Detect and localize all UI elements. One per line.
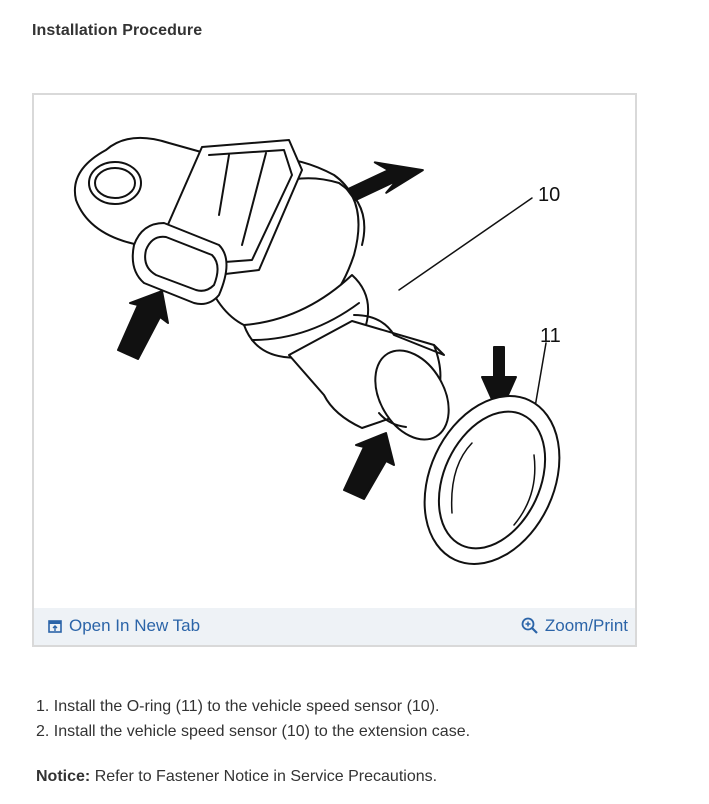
step-number: 1. [36, 698, 50, 715]
section-heading: Installation Procedure [32, 22, 203, 39]
notice-label: Notice: [36, 768, 91, 785]
notice: Notice: Refer to Fastener Notice in Serv… [36, 768, 437, 786]
open-in-new-tab-icon [48, 620, 62, 633]
step-item: 2. Install the vehicle speed sensor (10)… [36, 719, 470, 744]
step-item: 1. Install the O-ring (11) to the vehicl… [36, 694, 470, 719]
callout-10: 10 [538, 184, 560, 206]
figure-frame: 10 11 Open In New Tab Zoom/Print [32, 93, 637, 647]
vehicle-speed-sensor-illustration: 10 11 [73, 136, 561, 565]
magnifier-plus-icon [521, 617, 538, 634]
procedure-steps: 1. Install the O-ring (11) to the vehicl… [36, 694, 470, 744]
open-in-new-tab-link[interactable]: Open In New Tab [47, 616, 200, 636]
zoom-print-label: Zoom/Print [544, 616, 628, 635]
figure-toolbar: Open In New Tab Zoom/Print [34, 608, 635, 645]
open-in-new-tab-label: Open In New Tab [69, 616, 201, 635]
step-number: 2. [36, 723, 50, 740]
step-text: Install the O-ring (11) to the vehicle s… [53, 698, 440, 715]
callout-11: 11 [540, 325, 561, 347]
zoom-print-link[interactable]: Zoom/Print [521, 616, 628, 636]
notice-text: Refer to Fastener Notice in Service Prec… [94, 768, 438, 785]
step-text: Install the vehicle speed sensor (10) to… [53, 723, 471, 740]
